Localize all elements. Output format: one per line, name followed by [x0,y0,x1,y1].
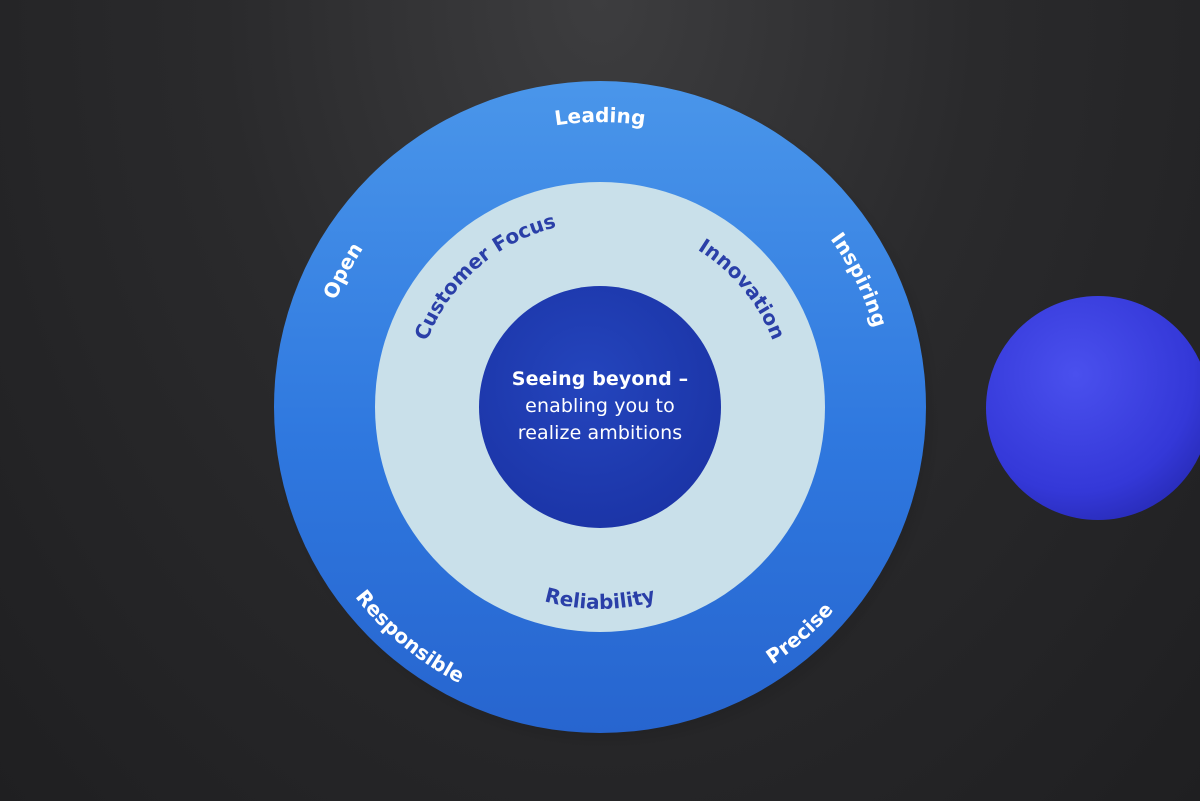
core-statement: Seeing beyond – enabling you to realize … [470,366,730,447]
core-line-3: realize ambitions [517,422,683,444]
core-circle [479,286,721,528]
outer-label-leading: Leading [553,103,647,130]
core-line-2: enabling you to [525,395,675,417]
core-headline: Seeing beyond – [511,368,689,390]
blue-sphere [986,296,1200,520]
